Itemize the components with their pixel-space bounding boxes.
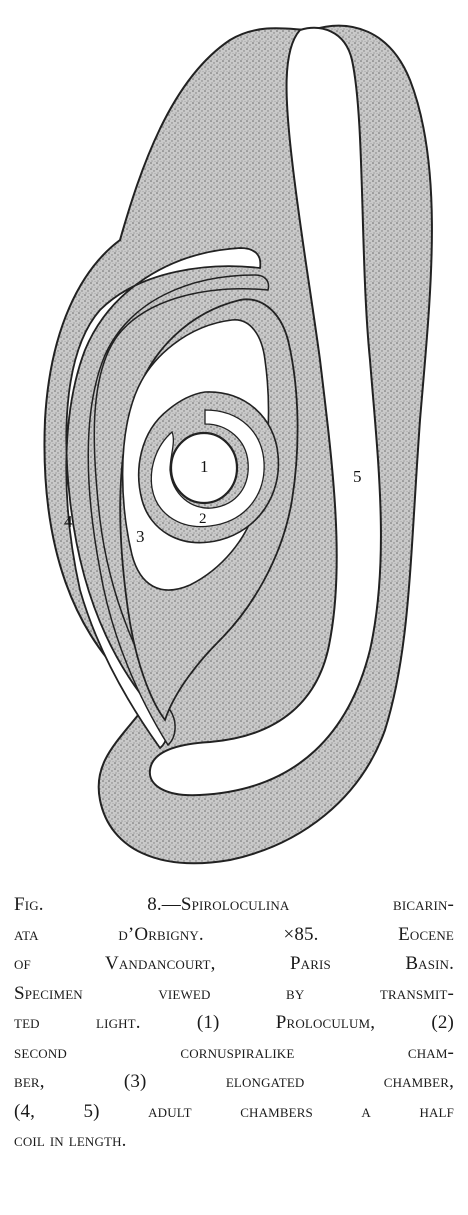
proloculum bbox=[169, 431, 239, 505]
caption-line-3: of Vandancourt, Paris Basin. bbox=[14, 953, 454, 974]
label-chamber-1: 1 bbox=[200, 457, 209, 476]
chamber-2-lumen bbox=[150, 409, 265, 528]
caption-line-7: ber, (3) elongated chamber, bbox=[14, 1071, 454, 1092]
chamber-4-wall bbox=[87, 274, 270, 747]
caption-line-6: second cornuspiralike cham- bbox=[14, 1041, 454, 1063]
caption-line-2: ata d’Orbigny. ×85. Eocene bbox=[14, 923, 454, 945]
chamber-5-lumen bbox=[148, 26, 382, 797]
label-chamber-4: 4 bbox=[64, 512, 73, 531]
caption-line-9: coil in length. bbox=[14, 1130, 127, 1151]
caption-line-4: Specimen viewed by transmit- bbox=[14, 982, 454, 1004]
chamber-4-lumen bbox=[65, 247, 262, 750]
label-chamber-2: 2 bbox=[199, 511, 207, 527]
caption-line-8: (4, 5) adult chambers a half bbox=[14, 1100, 454, 1122]
label-chamber-5: 5 bbox=[353, 467, 362, 486]
label-chamber-3: 3 bbox=[136, 527, 145, 546]
foraminifera-figure: 1 2 3 4 5 bbox=[43, 24, 433, 865]
caption-line-5: ted light. (1) Proloculum, (2) bbox=[14, 1012, 454, 1033]
caption-line-1: Fig. 8.—Spiroloculina bicarin- bbox=[14, 894, 454, 915]
figure-caption: Fig. 8.—Spiroloculina bicarin- ata d’Orb… bbox=[14, 890, 454, 1156]
